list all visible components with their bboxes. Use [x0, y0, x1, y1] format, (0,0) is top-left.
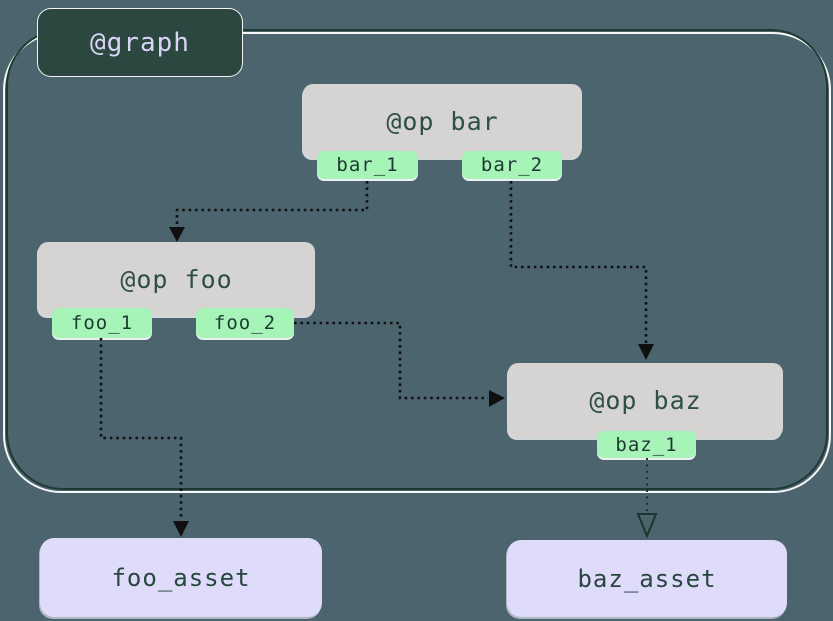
baz-asset-label: baz_asset — [577, 564, 717, 593]
op-node-foo: @op foo — [38, 242, 315, 316]
graph-label: @graph — [37, 8, 243, 77]
output-pin-foo-1: foo_1 — [52, 308, 152, 338]
op-foo-title: @op foo — [120, 264, 233, 294]
output-pin-bar-1: bar_1 — [317, 151, 418, 179]
output-pin-bar-2: bar_2 — [462, 151, 562, 179]
op-baz-title: @op baz — [589, 386, 702, 415]
arrowhead-open-down-icon — [636, 513, 658, 539]
foo-asset-label: foo_asset — [111, 563, 251, 592]
output-pin-foo-2: foo_2 — [196, 308, 294, 338]
arrowhead-down-icon — [173, 521, 189, 537]
asset-node-foo-asset: foo_asset — [40, 538, 322, 617]
op-node-baz: @op baz — [508, 363, 783, 438]
op-bar-title: @op bar — [386, 106, 499, 136]
graph-label-text: @graph — [90, 27, 190, 58]
graph-container-highlight — [3, 32, 831, 493]
graph-container — [6, 29, 828, 490]
op-node-bar: @op bar — [303, 84, 582, 158]
asset-node-baz-asset: baz_asset — [507, 540, 787, 617]
output-pin-baz-1: baz_1 — [597, 431, 696, 458]
